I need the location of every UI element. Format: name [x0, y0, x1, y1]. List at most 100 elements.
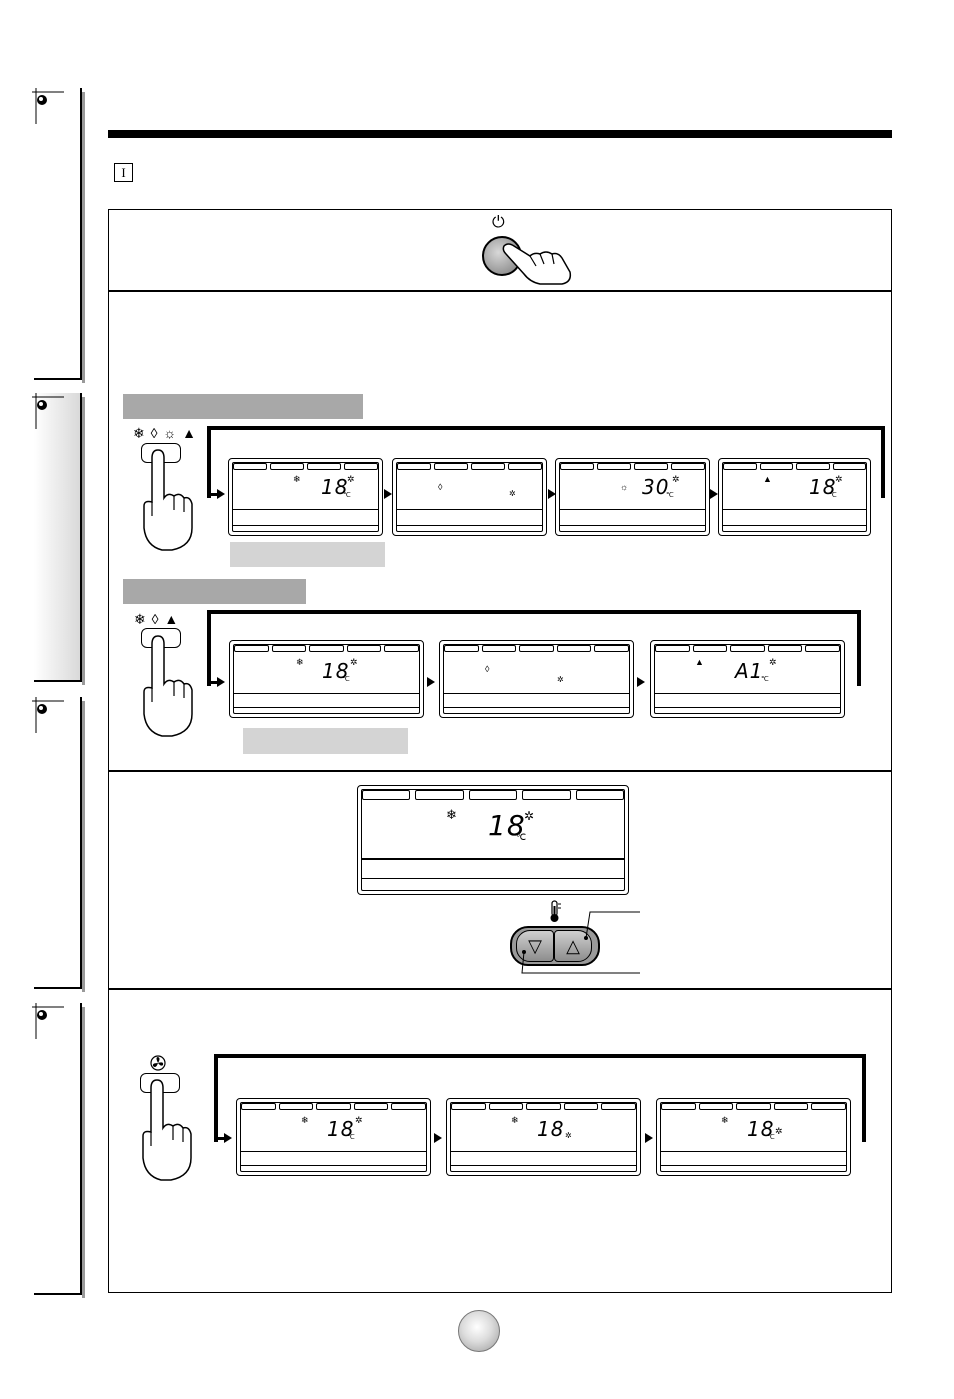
power-symbol-icon: ⏻ — [492, 214, 505, 231]
thermometer-icon — [550, 900, 561, 922]
mode-icon: ▲ — [763, 474, 772, 484]
mode-button-a-symbols: ❄ ◊ ☼ ▲ — [133, 425, 198, 441]
temperature-readout: A1 — [735, 659, 764, 683]
fan-speed-icon: ✲ — [350, 657, 358, 667]
mode-icon: ❄ — [511, 1115, 519, 1125]
mode-icon: ❄ — [296, 657, 304, 667]
registration-mark-icon — [32, 697, 64, 733]
mode-cycle-a-label-bar — [123, 394, 363, 419]
temperature-readout: 30 — [642, 475, 670, 499]
cycle-a-loop-entry — [207, 493, 217, 496]
cycle-b-loop-entry — [207, 681, 217, 684]
temp-down-button[interactable]: ▽ — [516, 930, 554, 962]
temperature-readout: 18 — [322, 659, 350, 683]
fan-cycle-arrow-3 — [645, 1133, 653, 1143]
instruction-frame — [108, 209, 892, 1293]
lcd-panel-a4: ▲ 18 ℃ ✲ — [718, 458, 871, 536]
cycle-a-arrow-2 — [384, 489, 392, 499]
fan-speed-icon: ✲ — [835, 474, 843, 484]
mode-icon: ❄ — [293, 474, 301, 484]
side-tab-4[interactable] — [32, 1003, 85, 1298]
fan-speed-icon: ✲ — [557, 675, 564, 684]
mode-cycle-b-note-bar — [243, 728, 408, 754]
temperature-unit: ℃ — [347, 1134, 355, 1141]
cycle-a-arrow-4 — [710, 489, 718, 499]
page-number-badge — [458, 1310, 500, 1352]
fan-speed-icon: ✲ — [672, 474, 680, 484]
temp-up-button[interactable]: △ — [554, 930, 592, 962]
temperature-unit: ℃ — [516, 832, 527, 842]
lcd-panel-temp: ❄ 18 ℃ ✲ — [357, 785, 629, 895]
fan-speed-icon: ✲ — [769, 657, 777, 667]
cycle-a-loop — [207, 426, 885, 498]
cycle-b-arrow-1 — [217, 677, 225, 687]
mode-cycle-b-label-bar — [123, 579, 306, 604]
cycle-a-arrow-3 — [548, 489, 556, 499]
mode-icon: ❄ — [721, 1115, 729, 1125]
temperature-unit: ℃ — [666, 492, 674, 499]
lcd-panel-a1: ❄ 18 ℃ ✲ — [228, 458, 383, 536]
temperature-readout: 18 — [537, 1117, 565, 1141]
fan-cycle-loop — [214, 1054, 866, 1142]
mode-icon: ❄ — [301, 1115, 309, 1125]
mode-icon: ❄ — [446, 807, 457, 822]
fan-speed-icon: ✲ — [775, 1126, 783, 1136]
fan-speed-icon: ✲ — [509, 489, 516, 498]
lcd-panel-f3: ❄ 18 ℃ ✲ — [656, 1098, 851, 1176]
temperature-readout: 18 — [809, 475, 837, 499]
mode-icon: ☼ — [620, 482, 629, 492]
mode-cycle-a-note-bar — [230, 542, 385, 567]
lcd-panel-f2: ❄ 18 ✲ — [446, 1098, 641, 1176]
fan-speed-icon: ✲ — [347, 474, 355, 484]
side-tab-2[interactable] — [32, 393, 85, 685]
cycle-b-loop — [207, 610, 861, 686]
registration-mark-icon — [32, 88, 64, 124]
temperature-readout: 18 — [327, 1117, 355, 1141]
pointing-hand-icon — [143, 449, 193, 551]
mode-icon: ◊ — [438, 482, 443, 492]
mode-button-b-symbols: ❄ ◊ ▲ — [134, 611, 180, 627]
cycle-b-arrow-2 — [427, 677, 435, 687]
fan-speed-icon: ✲ — [524, 809, 535, 823]
temperature-unit: ℃ — [343, 492, 351, 499]
temperature-readout: 18 — [488, 809, 526, 842]
fan-speed-icon: ✲ — [355, 1115, 363, 1125]
registration-mark-icon — [32, 393, 64, 429]
cycle-b-arrow-3 — [637, 677, 645, 687]
registration-mark-icon — [32, 1003, 64, 1039]
fan-icon — [150, 1055, 166, 1071]
lcd-panel-a2: ◊ ✲ — [392, 458, 547, 536]
fan-cycle-arrow-2 — [434, 1133, 442, 1143]
lcd-panel-b1: ❄ 18 ℃ ✲ — [229, 640, 424, 718]
divider-mode — [108, 770, 892, 772]
fan-cycle-loop-entry — [214, 1137, 224, 1140]
header-rule — [108, 130, 892, 138]
button-callout-lines — [521, 911, 640, 974]
side-tab-3[interactable] — [32, 697, 85, 992]
temperature-unit: ℃ — [761, 676, 769, 683]
mode-icon: ▲ — [695, 657, 704, 667]
cycle-a-arrow-1 — [217, 489, 225, 499]
temperature-readout: 18 — [321, 475, 349, 499]
arrow-up-icon: △ — [566, 936, 580, 956]
lcd-panel-a3: ☼ 30 ℃ ✲ — [555, 458, 710, 536]
temperature-unit: ℃ — [342, 676, 350, 683]
temperature-readout: 18 — [747, 1117, 775, 1141]
temperature-unit: ℃ — [829, 492, 837, 499]
lcd-panel-b3: ▲ A1 ℃ ✲ — [650, 640, 845, 718]
pressing-hand-icon — [502, 243, 572, 285]
mode-icon: ◊ — [485, 664, 490, 674]
power-section: ⏻ — [470, 214, 580, 286]
divider-temp — [108, 988, 892, 990]
lcd-panel-f1: ❄ 18 ℃ ✲ — [236, 1098, 431, 1176]
divider-power — [108, 290, 892, 292]
lcd-panel-b2: ◊ ✲ — [439, 640, 634, 718]
pointing-hand-icon — [142, 1079, 192, 1181]
section-marker: I — [114, 163, 133, 182]
fan-cycle-arrow-1 — [224, 1133, 232, 1143]
side-tab-1[interactable] — [32, 88, 85, 383]
temperature-unit: ℃ — [767, 1134, 775, 1141]
arrow-down-icon: ▽ — [528, 936, 542, 956]
fan-speed-icon: ✲ — [565, 1131, 572, 1140]
pointing-hand-icon — [143, 635, 193, 737]
